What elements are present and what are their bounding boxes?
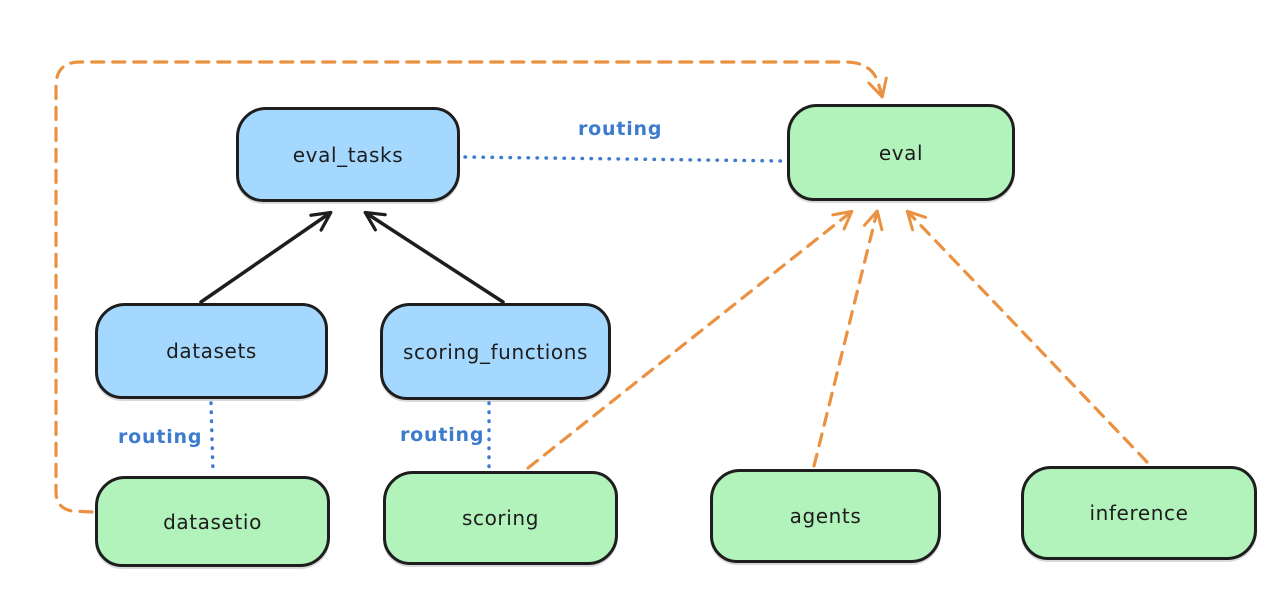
node-scoring-label: scoring	[461, 506, 539, 530]
edge-inference-to-eval	[905, 209, 1149, 464]
node-datasets: datasets	[95, 303, 328, 399]
node-eval_tasks-label: eval_tasks	[292, 142, 404, 167]
edge-label-routing-eval_tasks-eval: routing	[578, 118, 663, 140]
edge-scoring_functions-to-eval_tasks	[363, 210, 505, 304]
node-datasets-label: datasets	[166, 339, 257, 363]
edge-datasets-to-datasetio-routing	[209, 401, 215, 475]
node-agents: agents	[710, 469, 941, 563]
node-eval: eval	[787, 104, 1015, 201]
node-datasetio-label: datasetio	[163, 509, 262, 534]
edge-datasets-to-eval_tasks	[199, 210, 333, 304]
node-inference-label: inference	[1089, 501, 1189, 525]
node-eval_tasks: eval_tasks	[236, 107, 460, 202]
edge-agents-to-eval	[812, 209, 884, 468]
edge-eval_tasks-to-eval-routing	[463, 155, 788, 163]
edge-scoring-to-eval	[526, 209, 854, 470]
node-datasetio: datasetio	[95, 476, 330, 567]
node-scoring: scoring	[383, 471, 618, 565]
node-scoring_functions-label: scoring_functions	[402, 339, 589, 364]
node-inference: inference	[1021, 466, 1257, 560]
edge-label-routing-datasets-datasetio: routing	[118, 426, 203, 448]
node-agents-label: agents	[789, 504, 862, 528]
node-scoring_functions: scoring_functions	[380, 303, 611, 400]
edge-datasetio-to-eval	[54, 60, 888, 514]
edge-label-routing-scoring_functions-scoring: routing	[400, 424, 485, 446]
node-eval-label: eval	[878, 140, 924, 165]
